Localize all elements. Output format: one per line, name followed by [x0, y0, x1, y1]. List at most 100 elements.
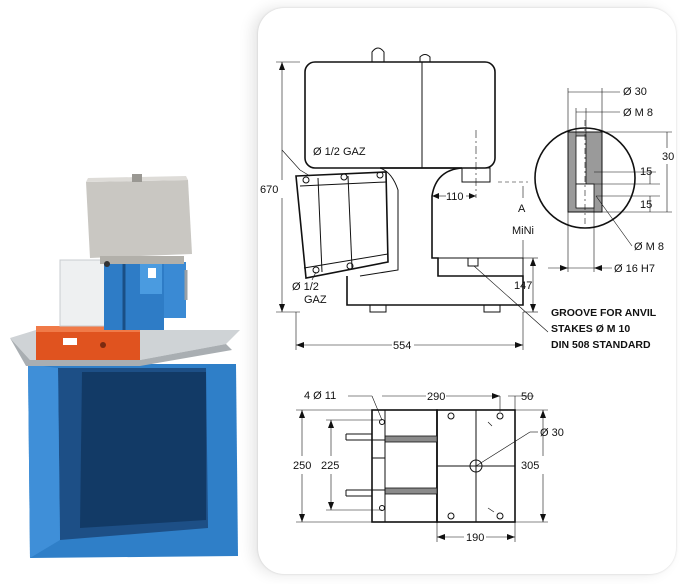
ram-detail: Ø 30 Ø M 8 30 15 15 Ø M 8 Ø 16 H7 [534, 86, 674, 275]
arrow-icon [296, 342, 304, 348]
foot-left [369, 304, 387, 313]
leader-line [371, 395, 383, 421]
plan-d30-label: Ø 30 [540, 427, 564, 439]
frame-footprint [371, 409, 438, 523]
press-base-top [36, 326, 140, 332]
tank-bolt-icon [376, 171, 384, 179]
arrow-icon [594, 265, 602, 271]
detail-d16-label: Ø 16 H7 [614, 263, 655, 275]
dim-50-label: 50 [521, 391, 533, 403]
base-label-plate [63, 338, 77, 345]
air-tank [295, 171, 389, 279]
bracket-top [384, 435, 438, 443]
tank-bolt-icon [340, 173, 348, 181]
anvil-groove [467, 257, 479, 267]
detail-m8-top-label: Ø M 8 [623, 107, 653, 119]
gas-bottom-label-1: Ø 1/2 [292, 281, 319, 293]
plan-view: 4 Ø 11 290 50 Ø 30 250 225 [293, 390, 564, 544]
frame-label [148, 268, 156, 278]
side-column [164, 262, 186, 318]
arrow-icon [328, 420, 334, 428]
arrow-icon [507, 534, 515, 540]
stand-left-leg [28, 364, 60, 558]
arrow-icon [279, 304, 285, 312]
foot-right [483, 304, 501, 313]
dim-height-label: 670 [260, 184, 278, 196]
groove-leader-line [473, 265, 549, 333]
bracket-bottom [384, 487, 438, 495]
plate-mark [487, 421, 493, 427]
dim-throat-label: 110 [446, 191, 464, 203]
arrow-icon [299, 410, 305, 418]
foot-hole-icon [379, 505, 385, 511]
leader-line [281, 149, 301, 171]
tank-bolt-icon [302, 176, 310, 184]
groove-note-line-3: DIN 508 STANDARD [551, 339, 651, 351]
leader-line [299, 169, 311, 177]
safety-guard [59, 259, 111, 327]
dim-190-label: 190 [466, 532, 484, 544]
leader-line [595, 195, 633, 247]
mount-hole-icon [496, 412, 504, 420]
arrow-icon [437, 534, 445, 540]
side-view: 670 Ø 1/2 GAZ Ø 1/2 GAZ 110 A MiNi 147 [260, 47, 549, 352]
tank-bolt-icon [312, 266, 320, 274]
center-hole-icon [469, 459, 483, 473]
arrow-icon [530, 304, 536, 312]
groove-note-line-1: GROOVE FOR ANVIL [551, 307, 657, 319]
detail-dim15a-label: 15 [640, 166, 652, 178]
groove-note: GROOVE FOR ANVIL STAKES Ø M 10 DIN 508 S… [551, 307, 657, 351]
frame-neck [359, 167, 399, 277]
press-base-block [36, 330, 140, 360]
dim-305-label: 305 [521, 460, 539, 472]
tank-band-bottom [303, 253, 389, 269]
plate-mark [487, 507, 495, 513]
mount-hole-icon [447, 512, 455, 520]
head-top-bolt [419, 54, 431, 62]
leader-line [311, 271, 317, 281]
tank-line-2 [347, 175, 353, 269]
tank-bolt-icon [346, 262, 354, 270]
detail-circle [534, 127, 636, 229]
dim-290-label: 290 [427, 391, 445, 403]
dim-length-label: 554 [393, 340, 411, 352]
technical-drawing-panel [258, 8, 676, 574]
ram-bore-top [575, 135, 587, 185]
arrow-icon [492, 393, 500, 399]
tank-line-1 [317, 177, 323, 273]
table-edge [10, 338, 232, 366]
c-frame [346, 167, 524, 306]
arrow-icon [530, 258, 536, 266]
mount-hole-icon [447, 412, 455, 420]
press-head-bottom [100, 256, 184, 264]
groove-note-line-2: STAKES Ø M 10 [551, 323, 630, 335]
stroke-min-label: MiNi [512, 225, 534, 237]
detail-d30-label: Ø 30 [623, 86, 647, 98]
gas-bottom-label-2: GAZ [304, 294, 327, 306]
holes-label: 4 Ø 11 [304, 390, 336, 402]
detail-dim15b-label: 15 [640, 199, 652, 211]
gas-top-label: Ø 1/2 GAZ [313, 146, 366, 158]
arrow-icon [279, 62, 285, 70]
arrow-icon [328, 502, 334, 510]
head-fitting [132, 174, 142, 182]
tank-band-top [299, 181, 387, 187]
arrow-icon [540, 514, 546, 522]
arrow-icon [432, 193, 439, 199]
arrow-icon [540, 410, 546, 418]
dim-250-label: 250 [293, 460, 311, 472]
press-photo-illustration [10, 174, 240, 558]
head-fitting [371, 47, 385, 62]
press-head [86, 180, 192, 258]
dim-225-label: 225 [321, 460, 339, 472]
arrow-icon [515, 342, 523, 348]
detail-dim30-label: 30 [662, 151, 674, 163]
arrow-icon [299, 514, 305, 522]
head-bolt-icon [104, 261, 110, 267]
stand-inner-shadow [80, 372, 206, 528]
detail-m8-bottom-label: Ø M 8 [634, 241, 664, 253]
arrow-icon [560, 265, 568, 271]
press-table [437, 257, 524, 277]
leader-line [475, 431, 531, 467]
mount-hole-icon [496, 512, 504, 520]
